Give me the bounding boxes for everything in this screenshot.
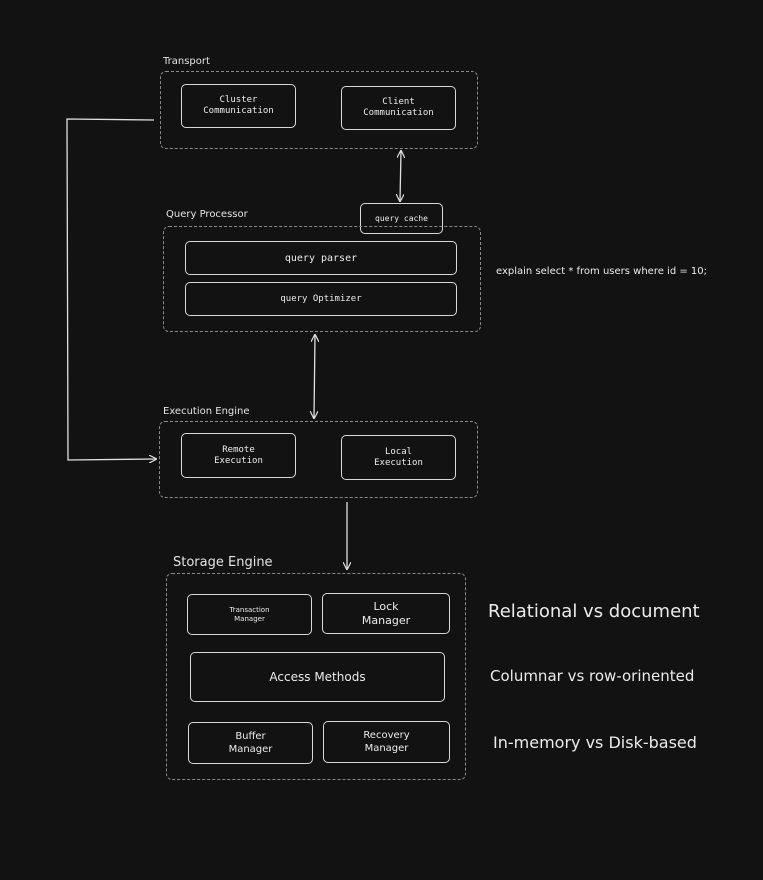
query-processor-title: Query Processor xyxy=(166,209,248,220)
transport-title: Transport xyxy=(163,56,210,67)
query-processor-group xyxy=(163,226,481,332)
execution-engine-group xyxy=(159,421,478,498)
recovery-manager-box[interactable]: Recovery Manager xyxy=(323,721,450,763)
transaction-manager-box[interactable]: Transaction Manager xyxy=(187,594,312,635)
local-execution-box[interactable]: Local Execution xyxy=(341,435,456,480)
comparison-relational-document: Relational vs document xyxy=(488,601,700,622)
query-cache-box[interactable]: query cache xyxy=(360,203,443,234)
cluster-communication-box[interactable]: Cluster Communication xyxy=(181,84,296,128)
transport-group xyxy=(160,71,478,149)
transport-to-execution-arrow xyxy=(66,118,156,460)
buffer-manager-box[interactable]: Buffer Manager xyxy=(188,722,313,764)
comparison-columnar-row: Columnar vs row-orinented xyxy=(490,667,695,685)
query-parser-box[interactable]: query parser xyxy=(185,241,457,275)
transport-cache-arrow xyxy=(400,151,401,201)
client-communication-box[interactable]: Client Communication xyxy=(341,86,456,130)
processor-execution-arrow xyxy=(314,335,315,418)
storage-engine-group xyxy=(166,573,466,780)
query-optimizer-box[interactable]: query Optimizer xyxy=(185,282,457,316)
remote-execution-box[interactable]: Remote Execution xyxy=(181,433,296,478)
sql-example-note: explain select * from users where id = 1… xyxy=(496,266,708,277)
storage-engine-title: Storage Engine xyxy=(173,555,273,570)
access-methods-box[interactable]: Access Methods xyxy=(190,652,445,702)
lock-manager-box[interactable]: Lock Manager xyxy=(322,593,450,634)
comparison-memory-disk: In-memory vs Disk-based xyxy=(493,733,697,752)
execution-engine-title: Execution Engine xyxy=(163,406,250,417)
